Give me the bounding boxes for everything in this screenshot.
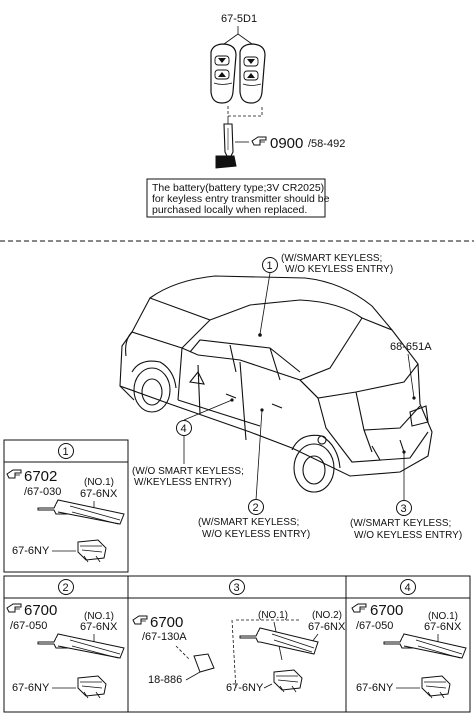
box-4-part-nx: 67-6NX [424, 621, 462, 633]
box-4-callout-sub: /67-050 [356, 620, 393, 632]
box-2-no-label: (NO.1) [84, 611, 114, 622]
box-3-callout-main: 6700 [150, 614, 183, 631]
box-3-callout-sub: /67-130A [142, 631, 187, 643]
label-4-line-2: W/KEYLESS ENTRY) [134, 477, 232, 488]
box-2-part-nx: 67-6NX [80, 621, 118, 633]
box-1-number: 1 [63, 446, 69, 458]
callout-number-2: 2 [253, 502, 259, 514]
leader-line [223, 26, 253, 45]
box-1-part-nx: 67-6NX [80, 488, 118, 500]
label-1-line-2: W/O KEYLESS ENTRY) [285, 264, 393, 275]
box-4-number: 4 [405, 582, 411, 594]
box-3-number: 3 [234, 582, 240, 594]
box-2-number: 2 [63, 582, 69, 594]
detail-box-1: 1 6702 /67-030 (NO.1) 67-6NX 67-6NY [3, 439, 129, 573]
box-4-part-ny: 67-6NY [356, 682, 394, 694]
battery-note-box [146, 178, 326, 218]
callout-circle-3 [396, 500, 412, 516]
label-1-line-1: (W/SMART KEYLESS; [281, 253, 382, 264]
dashed-link [227, 106, 263, 117]
box-1-part-ny: 67-6NY [12, 545, 50, 557]
callout-circle-4 [176, 420, 192, 436]
callout-number-1: 1 [267, 260, 273, 272]
key-fob-left [210, 43, 237, 104]
car-illustration [119, 275, 433, 493]
callout-pointer-icon [251, 136, 267, 146]
box-3-part-886: 18-886 [148, 674, 182, 686]
box-2-callout-main: 6700 [24, 602, 57, 619]
transmitter-callout-sub: /58-492 [308, 138, 345, 150]
box-2-part-ny: 67-6NY [12, 682, 50, 694]
transmitter-part-number: 67-5D1 [221, 13, 257, 25]
transmitter-callout-main: 0900 [270, 135, 303, 152]
detail-box-4: 4 6700 /67-050 (NO.1) 67-6NX 67-6NY [345, 575, 471, 713]
detail-box-3: 3 6700 /67-130A (NO.1) (NO.2) 67-6NX 18-… [127, 575, 347, 713]
label-3-line-2: W/O KEYLESS ENTRY) [354, 530, 462, 541]
callout-circle-1 [262, 257, 278, 273]
emergency-key [215, 123, 237, 169]
label-2-line-1: (W/SMART KEYLESS; [198, 517, 299, 528]
key-fob-right [239, 43, 266, 104]
part-68-651A: 68-651A [390, 341, 432, 353]
detail-box-2: 2 6700 /67-050 (NO.1) 67-6NX 67-6NY [3, 575, 129, 713]
callout-number-3: 3 [401, 503, 407, 515]
box-1-callout-sub: /67-030 [24, 486, 61, 498]
box-2-callout-sub: /67-050 [10, 620, 47, 632]
battery-note-line-1: The battery(battery type;3V CR2025) [152, 182, 324, 194]
battery-note-line-3: purchased locally when replaced. [152, 204, 307, 216]
label-4-line-1: (W/O SMART KEYLESS; [132, 466, 244, 477]
callout-number-4: 4 [181, 423, 187, 435]
box-1-no-label: (NO.1) [84, 477, 114, 488]
battery-note-line-2: for keyless entry transmitter should be [152, 193, 330, 205]
box-1-callout-main: 6702 [24, 468, 57, 485]
callout-circle-2 [248, 499, 264, 515]
label-2-line-2: W/O KEYLESS ENTRY) [202, 529, 310, 540]
box-4-callout-main: 6700 [370, 602, 403, 619]
box-3-part-nx: 67-6NX [308, 621, 346, 633]
box-3-part-ny: 67-6NY [226, 682, 264, 694]
label-3-line-1: (W/SMART KEYLESS; [350, 518, 451, 529]
box-3-no1-label: (NO.1) [258, 610, 288, 621]
box-3-no2-label: (NO.2) [312, 610, 342, 621]
box-4-no-label: (NO.1) [428, 611, 458, 622]
